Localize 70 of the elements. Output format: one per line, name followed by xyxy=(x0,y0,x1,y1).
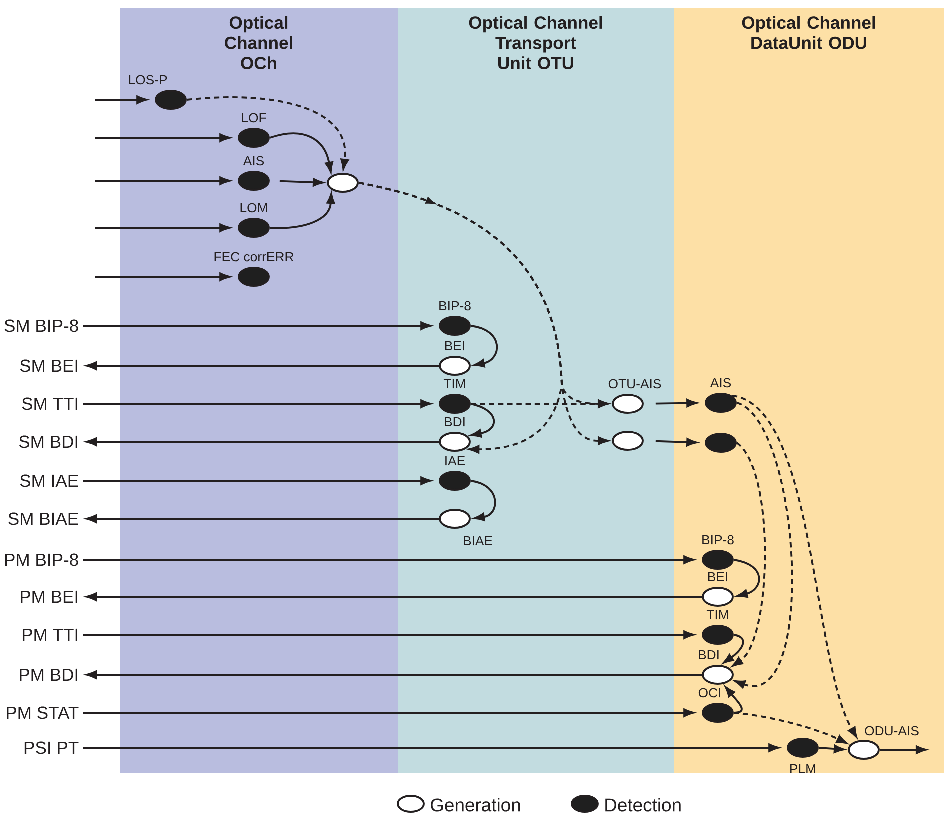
dashed-arrow xyxy=(734,402,793,689)
ellipse-label: TIM xyxy=(444,379,466,389)
signal-label: SM IAE xyxy=(20,474,78,488)
ellipse-label: LOF xyxy=(242,113,266,123)
signal-label: SM BEI xyxy=(20,360,78,372)
arrow xyxy=(83,556,694,564)
arrow xyxy=(270,132,334,173)
signal-label: SM TTI xyxy=(22,398,78,410)
arrow xyxy=(86,592,702,602)
arrow xyxy=(723,634,744,664)
arrow xyxy=(95,134,230,142)
ellipse-label: OTU-AIS xyxy=(608,379,662,389)
signal-label: PM TTI xyxy=(23,628,78,642)
arrow xyxy=(95,96,148,104)
arrow xyxy=(270,193,336,230)
arrow xyxy=(818,744,845,754)
arrow xyxy=(83,630,694,640)
arrow xyxy=(470,325,498,368)
dashed-arrow xyxy=(732,442,766,667)
arrow xyxy=(83,476,432,486)
arrow xyxy=(86,362,440,370)
signal-label: PM STAT xyxy=(7,706,79,720)
signal-label: SM BIAE xyxy=(8,512,78,526)
ellipse-label: AIS xyxy=(710,378,732,388)
arrow xyxy=(83,708,694,718)
arrow xyxy=(880,746,927,754)
arrow xyxy=(725,686,743,714)
ellipse-label: OCI xyxy=(698,688,720,698)
ellipse-label: BEI xyxy=(445,341,464,351)
arrow xyxy=(280,178,324,187)
signal-label: PSI PT xyxy=(24,742,79,754)
arrow xyxy=(470,480,496,522)
ellipse-label: FEC corrERR xyxy=(214,252,294,262)
ellipse-label: BIAE xyxy=(464,536,492,546)
legend-text: Detection xyxy=(606,798,681,812)
dashed-arrow xyxy=(470,400,609,408)
ellipse-label: BEI xyxy=(708,572,728,582)
arrow xyxy=(470,403,495,438)
ellipse-label: IAE xyxy=(446,456,466,466)
arrow xyxy=(86,438,440,446)
signal-label: PM BEI xyxy=(21,590,78,604)
arrow xyxy=(83,322,432,330)
ellipse-label: PLM xyxy=(790,764,816,774)
signal-label: SM BDI xyxy=(19,436,78,448)
dashed-arrow xyxy=(734,712,848,744)
arrow xyxy=(95,176,230,186)
legend-text: Generation xyxy=(431,798,520,812)
ellipse-label: LOS-P xyxy=(129,75,168,85)
ellipse-label: TIM xyxy=(706,610,728,620)
signal-label: PM BIP-8 xyxy=(5,554,78,566)
ellipse-label: ODU-AIS xyxy=(865,726,919,736)
dashed-arrow xyxy=(186,96,350,170)
arrow xyxy=(83,744,780,752)
dashed-arrow xyxy=(732,395,858,738)
arrow xyxy=(734,559,760,598)
dashed-arrow xyxy=(358,182,563,454)
arrow xyxy=(95,272,230,282)
ellipse-label: BIP-8 xyxy=(440,301,471,311)
signal-label: SM BIP-8 xyxy=(4,320,78,332)
arrow xyxy=(86,670,702,680)
ellipse-label: BDI xyxy=(445,417,465,427)
arrow xyxy=(656,399,698,408)
arrow xyxy=(86,514,440,524)
arrow xyxy=(83,400,432,408)
signal-label: PM BDI xyxy=(20,668,78,682)
ellipse-label: AIS xyxy=(243,156,264,166)
ellipse-label: BDI xyxy=(699,650,719,660)
ellipse-label: BIP-8 xyxy=(702,535,734,545)
arrow xyxy=(95,224,230,232)
ellipse-label: LOM xyxy=(240,203,268,213)
